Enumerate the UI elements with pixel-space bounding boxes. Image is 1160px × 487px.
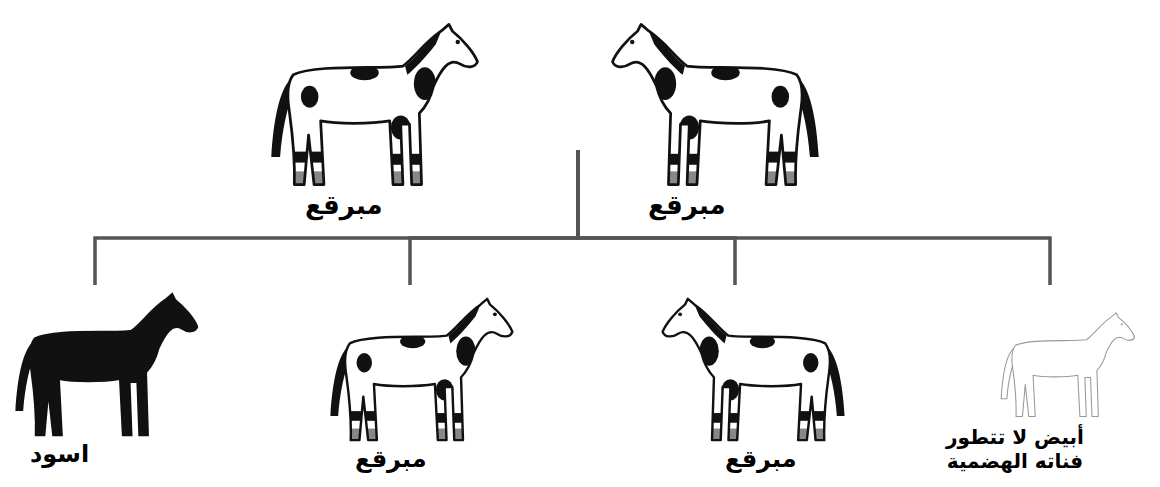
white-horse xyxy=(1001,313,1134,417)
cross-line xyxy=(95,150,578,285)
phenotype-label: أبيض لا تتطور فناته الهضمية xyxy=(925,425,1105,473)
spotted-horse xyxy=(613,24,819,190)
spotted-horse xyxy=(271,24,477,190)
phenotype-label: مبرقع xyxy=(305,190,383,221)
cross-line xyxy=(578,150,735,285)
cross-line xyxy=(410,150,578,285)
cross-line xyxy=(578,150,1050,285)
phenotype-label: مبرقع xyxy=(725,445,797,474)
phenotype-label: اسود xyxy=(30,440,89,469)
cross-line xyxy=(410,150,578,285)
black-horse xyxy=(15,294,197,435)
cross-line xyxy=(578,150,1050,285)
horse-node: مبرقع xyxy=(640,285,870,478)
phenotype-label: مبرقع xyxy=(355,445,427,474)
spotted-horse xyxy=(663,299,845,445)
horse-node: مبرقع xyxy=(305,285,530,478)
cross-line xyxy=(578,150,735,285)
horse-node: اسود xyxy=(5,285,200,475)
horse-node: مبرقع xyxy=(255,15,578,225)
horse-node: أبيض لا تتطور فناته الهضمية xyxy=(925,285,1155,482)
phenotype-label: مبرقع xyxy=(648,190,726,221)
horse-node: مبرقع xyxy=(578,15,850,225)
cross-line xyxy=(95,150,578,285)
spotted-horse xyxy=(330,299,512,445)
